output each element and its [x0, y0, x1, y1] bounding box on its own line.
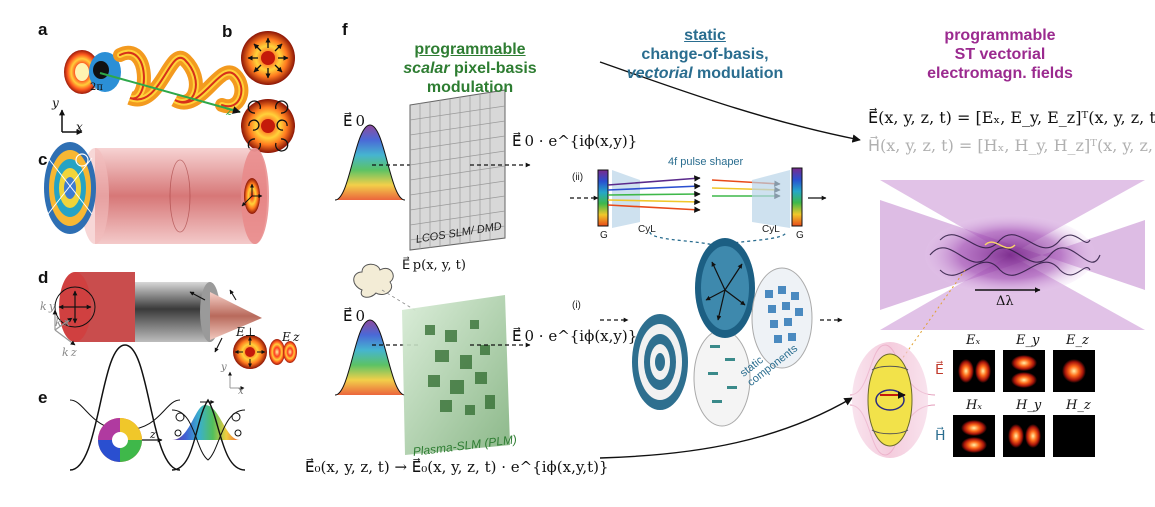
eq-E0-mod-bottom: E⃗ 0 · e^{iϕ(x,y)} — [512, 327, 638, 345]
eq-Ep: E⃗ p(x, y, t) — [402, 258, 466, 273]
header-static-word: static — [684, 27, 726, 44]
panel-label-b: b — [222, 22, 233, 41]
row-label-H: H⃗ — [935, 428, 946, 444]
panel-label-a: a — [38, 20, 48, 39]
label-e-z: E z — [282, 330, 300, 344]
header-static: static change-of-basis, vectorial modula… — [615, 26, 795, 83]
label-G-right: G — [796, 230, 804, 241]
header-st-vectorial: programmable ST vectorial electromagn. f… — [900, 26, 1100, 83]
col-label-Hx: Hₓ — [966, 398, 982, 413]
label-i: (i) — [572, 300, 581, 311]
eq-transform: E⃗₀(x, y, z, t) → E⃗₀(x, y, z, t) · e^{i… — [305, 458, 609, 476]
axis-label-ky: k y — [40, 300, 56, 313]
col-label-Ey: E_y — [1016, 333, 1040, 348]
axis-label-z-e: z — [150, 428, 156, 441]
header-st-vectorial-word: ST vectorial — [954, 46, 1046, 63]
header-em-fields: electromagn. fields — [927, 65, 1073, 82]
header-programmable-scalar: programmable scalar pixel-basis modulati… — [365, 40, 575, 97]
axis-label-kx: k x — [55, 316, 71, 329]
label-delta-lambda: Δλ — [996, 294, 1014, 309]
col-label-Hz: H_z — [1066, 398, 1091, 413]
label-ii: (ii) — [572, 172, 584, 183]
panel-d-waveguide — [52, 272, 297, 390]
label-CyL-right: CyL — [762, 224, 780, 235]
eq-H-field: H⃗(x, y, z, t) = [Hₓ, H_y, H_z]ᵀ(x, y, z… — [868, 136, 1155, 155]
panel-label-f: f — [342, 20, 348, 39]
field-ellipsoid — [849, 342, 936, 458]
field-component-grid — [953, 350, 1095, 457]
eq-E0-top: E⃗ 0 — [343, 112, 366, 130]
panel-label-c: c — [38, 150, 48, 169]
label-CyL-left: CyL — [638, 224, 656, 235]
static-components-diagram — [600, 238, 843, 427]
panel-f-top-chain — [334, 89, 531, 251]
header-vectorial-word: vectorial — [626, 65, 693, 82]
panel-label-e: e — [38, 388, 48, 407]
header-scalar-word: scalar — [403, 60, 450, 77]
phase-label-2pi: 2π — [90, 82, 103, 93]
panel-f-bottom-chain — [334, 263, 531, 455]
panel-label-d: d — [38, 268, 49, 287]
panel-e-pulse — [69, 344, 246, 471]
axis-label-x: x — [76, 120, 83, 134]
st-field-visualization — [879, 180, 1145, 391]
axis-label-kz: k z — [62, 346, 77, 359]
label-e-perp: E⊥ — [236, 325, 257, 339]
eq-E-field: E⃗(x, y, z, t) = [Eₓ, E_y, E_z]ᵀ(x, y, z… — [868, 108, 1155, 127]
header-pixel-basis: pixel-basis modulation — [426, 60, 537, 96]
col-label-Ez: E_z — [1066, 333, 1089, 348]
header-programmable-right: programmable — [944, 27, 1056, 44]
panel-b-vector-beams — [241, 31, 295, 153]
row-label-E: E⃗ — [935, 362, 944, 378]
header-programmable-word: programmable — [414, 41, 526, 58]
col-label-Ex: Eₓ — [966, 333, 981, 348]
col-label-Hy: H_y — [1016, 398, 1042, 413]
label-pulse-shaper: 4f pulse shaper — [668, 156, 744, 168]
header-change-of-basis: change-of-basis, — [641, 46, 769, 63]
panel-c-tube — [44, 142, 269, 244]
header-modulation: modulation — [692, 65, 784, 82]
axis-label-y-d: y — [221, 362, 227, 373]
panel-a-helix — [59, 45, 249, 135]
axis-label-z: z — [226, 104, 233, 118]
eq-E0-bottom: E⃗ 0 — [343, 307, 366, 325]
axis-label-y: y — [52, 96, 59, 110]
eq-E0-mod-top: E⃗ 0 · e^{iϕ(x,y)} — [512, 132, 638, 150]
label-G-left: G — [600, 230, 608, 241]
pulse-shaper-diagram — [570, 167, 827, 250]
axis-label-x-d: x — [238, 386, 244, 397]
